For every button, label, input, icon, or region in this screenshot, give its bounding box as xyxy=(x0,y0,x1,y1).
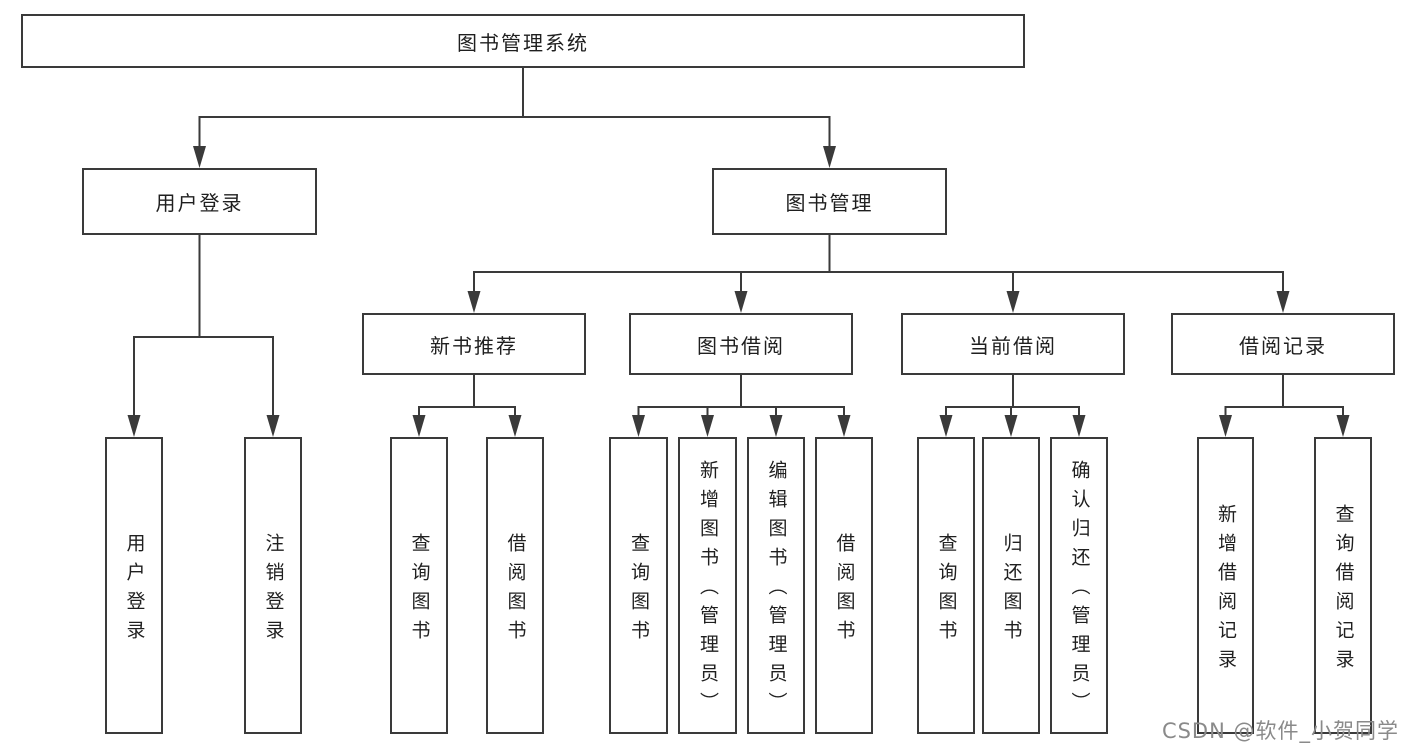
node-label: 归还图书 xyxy=(1000,532,1023,649)
arrowhead-icon xyxy=(769,415,783,437)
arrowhead-icon xyxy=(823,146,836,168)
node-leaf-bb-borrow-book: 借阅图书 xyxy=(815,437,873,734)
node-leaf-rec-borrow-book: 借阅图书 xyxy=(486,437,544,734)
connector-book-borrow-to-leaf-bb-query-book xyxy=(637,375,742,419)
node-label: 用户登录 xyxy=(155,191,244,215)
csdn-watermark: CSDN @软件_小贺同学 xyxy=(1161,719,1399,743)
arrowhead-icon xyxy=(467,291,481,313)
connector-new-book-rec-to-leaf-rec-borrow-book xyxy=(473,375,516,419)
node-label: 确认归还（管理员） xyxy=(1068,460,1091,721)
arrowhead-icon xyxy=(1004,415,1018,437)
connector-book-borrow-to-leaf-bb-borrow-book xyxy=(740,375,845,419)
node-leaf-cb-return-book: 归还图书 xyxy=(982,437,1040,734)
node-leaf-rec-query-book: 查询图书 xyxy=(390,437,448,734)
node-label: 查询图书 xyxy=(628,532,650,649)
connector-book-mgmt-to-current-borrow xyxy=(828,235,1014,295)
node-label: 新增借阅记录 xyxy=(1215,503,1237,678)
connector-root-to-user-login xyxy=(198,68,524,150)
node-label: 查询图书 xyxy=(408,532,431,649)
arrowhead-icon xyxy=(701,415,714,437)
node-leaf-cb-query-book: 查询图书 xyxy=(917,437,975,734)
connector-book-borrow-to-leaf-bb-edit-book-admin xyxy=(740,375,777,419)
node-leaf-logout: 注销登录 xyxy=(244,437,302,734)
connector-current-borrow-to-leaf-cb-confirm-admin xyxy=(1012,375,1080,419)
connector-root-to-book-mgmt xyxy=(522,68,831,150)
node-label: 查询借阅记录 xyxy=(1332,503,1355,678)
node-label: 查询图书 xyxy=(935,532,958,649)
node-new-book-rec: 新书推荐 xyxy=(362,313,586,375)
node-leaf-user-login: 用户登录 xyxy=(105,437,163,734)
node-book-mgmt: 图书管理 xyxy=(712,168,947,235)
node-leaf-br-add-record: 新增借阅记录 xyxy=(1197,437,1254,734)
arrowhead-icon xyxy=(1276,291,1290,313)
arrowhead-icon xyxy=(632,415,645,437)
arrowhead-icon xyxy=(412,415,426,437)
node-label: 借阅图书 xyxy=(504,532,527,649)
arrowhead-icon xyxy=(127,415,141,437)
connector-book-mgmt-to-new-book-rec xyxy=(473,235,831,295)
node-label: 当前借阅 xyxy=(969,333,1057,358)
node-user-login: 用户登录 xyxy=(82,168,317,235)
connector-book-mgmt-to-borrow-record xyxy=(828,235,1284,295)
connector-borrow-record-to-leaf-br-query-record xyxy=(1282,375,1344,419)
node-leaf-bb-edit-book-admin: 编辑图书（管理员） xyxy=(747,437,805,734)
node-leaf-br-query-record: 查询借阅记录 xyxy=(1314,437,1372,734)
node-label: 注销登录 xyxy=(262,532,285,649)
connector-book-borrow-to-leaf-bb-add-book-admin xyxy=(706,375,742,419)
node-label: 新书推荐 xyxy=(430,333,518,358)
node-label: 借阅图书 xyxy=(833,532,856,649)
connector-user-login-to-leaf-logout xyxy=(198,235,274,419)
node-book-borrow: 图书借阅 xyxy=(629,313,853,375)
node-current-borrow: 当前借阅 xyxy=(901,313,1125,375)
node-root: 图书管理系统 xyxy=(21,14,1025,68)
arrowhead-icon xyxy=(734,291,748,313)
arrowhead-icon xyxy=(508,415,522,437)
node-leaf-bb-add-book-admin: 新增图书（管理员） xyxy=(678,437,737,734)
connector-book-mgmt-to-book-borrow xyxy=(740,235,831,295)
node-label: 借阅记录 xyxy=(1239,333,1327,358)
arrowhead-icon xyxy=(837,415,851,437)
arrowhead-icon xyxy=(266,415,280,437)
connector-new-book-rec-to-leaf-rec-query-book xyxy=(418,375,475,419)
node-label: 图书管理 xyxy=(785,191,874,215)
connector-borrow-record-to-leaf-br-add-record xyxy=(1224,375,1284,419)
arrowhead-icon xyxy=(193,146,206,168)
node-label: 编辑图书（管理员） xyxy=(765,460,788,721)
connector-current-borrow-to-leaf-cb-query-book xyxy=(945,375,1014,419)
arrowhead-icon xyxy=(1006,291,1020,313)
arrowhead-icon xyxy=(1336,415,1350,437)
node-leaf-bb-query-book: 查询图书 xyxy=(609,437,668,734)
node-label: 图书管理系统 xyxy=(457,30,589,55)
arrowhead-icon xyxy=(1072,415,1086,437)
arrowhead-icon xyxy=(1219,415,1232,437)
node-label: 图书借阅 xyxy=(697,333,785,358)
node-label: 用户登录 xyxy=(123,532,146,649)
node-leaf-cb-confirm-admin: 确认归还（管理员） xyxy=(1050,437,1108,734)
node-borrow-record: 借阅记录 xyxy=(1171,313,1395,375)
arrowhead-icon xyxy=(939,415,953,437)
connector-user-login-to-leaf-user-login xyxy=(133,235,201,419)
node-label: 新增图书（管理员） xyxy=(697,460,719,721)
